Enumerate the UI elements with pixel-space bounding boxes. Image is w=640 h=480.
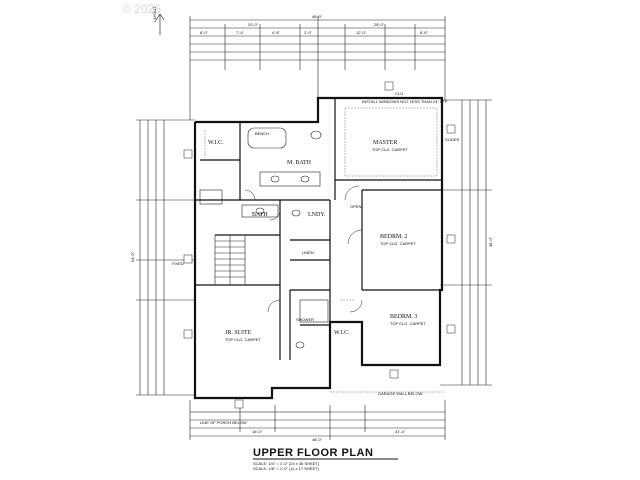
left-dimension-lines <box>136 119 195 396</box>
scale-line-1: SCALE: 1/4" = 1'-0" (24 x 36 SHEET) <box>253 461 320 466</box>
note-garage-wall: GARAGE WALL BELOW <box>378 391 423 396</box>
dashed-lines <box>190 107 445 413</box>
room-label-wic: W.I.C. <box>208 140 224 146</box>
note-clg: CLG. <box>395 91 405 96</box>
room-sub-bedrm2: TOP CLG. CARPET <box>380 241 416 246</box>
dim-left-total: 54'-0" <box>130 251 136 263</box>
dim-bottom-right: 31'-4" <box>395 429 406 434</box>
note-open: OPEN <box>350 204 362 209</box>
note-window: INSTALL WINDOWS NOT LESS THAN 24" AFF <box>362 99 448 104</box>
room-sub-bedrm3: TOP CLG. CARPET <box>390 321 426 326</box>
room-label-jr-suite: JR. SUITE <box>225 330 252 336</box>
room-label-wic-2: W.I.C. <box>334 330 350 336</box>
note-porch-below: LINE OF PORCH BELOW <box>200 420 247 425</box>
scale-notes: SCALE: 1/4" = 1'-0" (24 x 36 SHEET) SCAL… <box>253 461 319 471</box>
room-label-m-bath: M. BATH <box>287 160 312 166</box>
exterior-walls <box>193 96 444 400</box>
stairs <box>214 234 246 286</box>
bath-fixtures <box>199 127 329 349</box>
room-label-bath: BATH <box>252 212 268 218</box>
window-tags <box>183 81 456 409</box>
note-bench: BENCH <box>255 131 270 136</box>
dim-sub4: 2'-0" <box>304 30 312 35</box>
dim-sub5: 12'-0" <box>356 30 367 35</box>
door-swings <box>244 185 363 313</box>
dim-bottom-left: 16'-0" <box>252 429 263 434</box>
dim-sub1: 8'-0" <box>200 30 208 35</box>
dim-sub6: 8'-6" <box>420 30 428 35</box>
dim-overall-top: 48'-0" <box>312 14 323 19</box>
room-label-bedrm3: BEDRM. 3 <box>390 314 418 320</box>
room-label-bedrm2: BEDRM. 2 <box>380 234 408 240</box>
top-dimension-lines <box>189 16 446 120</box>
room-sub-master: TOP CLG. CARPET <box>372 147 408 152</box>
watermark: © 2026 <box>122 2 161 16</box>
room-label-master: MASTER <box>373 140 398 146</box>
room-sub-jr-suite: TOP CLG. CARPET <box>225 337 261 342</box>
north-arrow-icon <box>155 13 165 35</box>
room-label-laundry: LNDY. <box>308 212 326 218</box>
note-shower: SHOWER <box>296 317 314 322</box>
north-label: LAYOUT <box>152 6 157 22</box>
dim-right-total: 48'-0" <box>488 236 494 248</box>
dim-sub2: 7'-4" <box>236 30 244 35</box>
interior-walls <box>195 98 442 360</box>
dim-top-right: 28'-0" <box>374 22 385 27</box>
dim-overall-bottom: 48'-0" <box>312 437 323 442</box>
dim-top-left: 20'-0" <box>248 22 259 27</box>
room-label-linen: LINEN <box>302 250 314 255</box>
dim-sub3: 4'-8" <box>272 30 280 35</box>
note-fixed: FIXED <box>172 261 184 266</box>
scale-line-2: SCALE: 1/8" = 1'-0" (11 x 17 SHEET) <box>253 466 319 471</box>
drawing-title: UPPER FLOOR PLAN <box>253 447 374 459</box>
title-underline <box>253 458 398 460</box>
right-dimension-lines <box>440 99 492 386</box>
note-slider: SLIDER <box>445 137 460 142</box>
